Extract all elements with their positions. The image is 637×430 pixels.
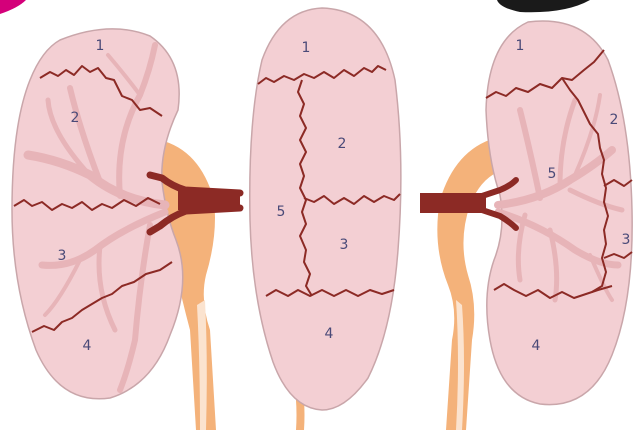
corner-accent-magenta xyxy=(0,0,26,14)
middle-segment-4-label: 4 xyxy=(325,326,334,342)
right-segment-2-label: 2 xyxy=(610,112,619,128)
corner-accent-dark xyxy=(497,0,590,12)
middle-segment-1-label: 1 xyxy=(302,40,311,56)
left-renal-artery-trunk xyxy=(178,190,240,210)
middle-kidney: 1 2 5 3 4 xyxy=(250,8,401,430)
middle-kidney-body xyxy=(250,8,401,410)
middle-segment-2-label: 2 xyxy=(338,136,347,152)
right-renal-artery-trunk xyxy=(420,193,486,213)
right-segment-5-label: 5 xyxy=(548,166,557,182)
right-kidney: 1 2 5 3 4 xyxy=(420,21,632,430)
right-segment-1-label: 1 xyxy=(516,38,525,54)
right-segment-4-label: 4 xyxy=(532,338,541,354)
middle-segment-5-label: 5 xyxy=(277,204,286,220)
left-segment-4-label: 4 xyxy=(83,338,92,354)
left-kidney: 1 2 3 4 xyxy=(12,29,240,430)
left-segment-2-label: 2 xyxy=(71,110,80,126)
middle-segment-3-label: 3 xyxy=(340,237,349,253)
left-segment-3-label: 3 xyxy=(58,248,67,264)
left-segment-1-label: 1 xyxy=(96,38,105,54)
right-segment-3-label: 3 xyxy=(622,232,631,248)
